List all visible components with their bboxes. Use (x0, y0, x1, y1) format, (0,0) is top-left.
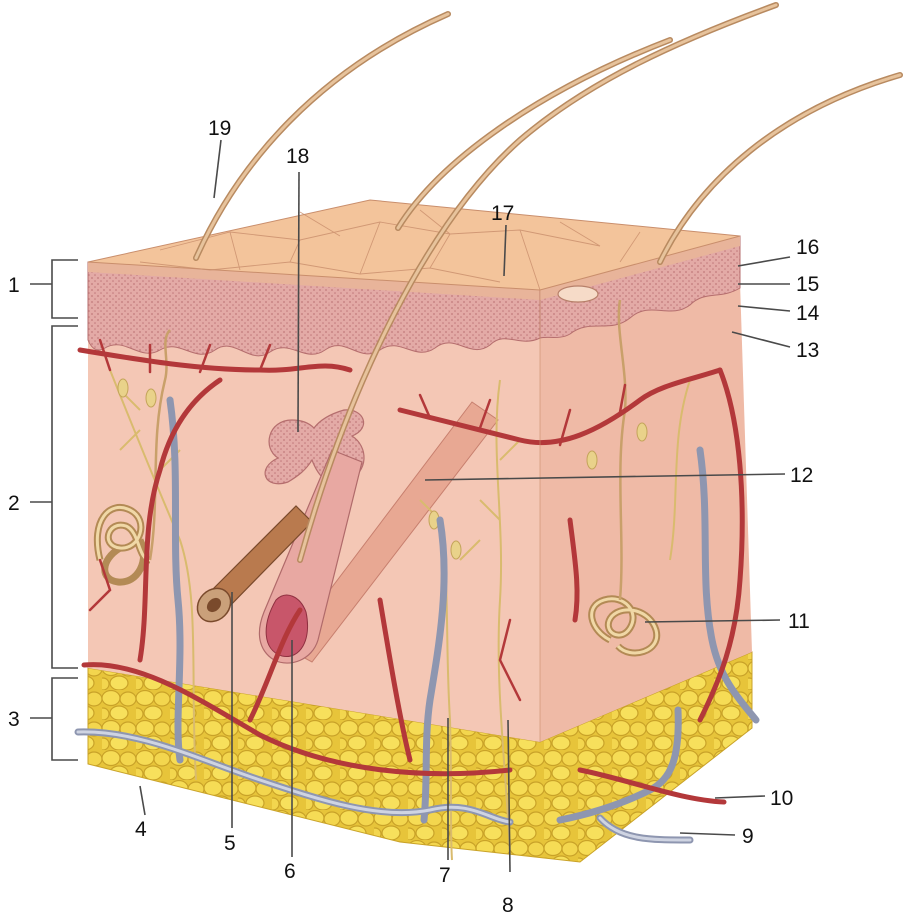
label-14: 14 (796, 302, 820, 325)
label-16: 16 (796, 236, 819, 259)
label-13: 13 (796, 339, 819, 362)
label-9: 9 (742, 825, 754, 848)
label-6: 6 (284, 860, 296, 883)
label-10: 10 (770, 787, 793, 810)
label-12: 12 (790, 464, 813, 487)
label-2: 2 (8, 492, 20, 515)
label-1: 1 (8, 274, 20, 297)
label-7: 7 (439, 864, 451, 887)
label-3: 3 (8, 708, 20, 731)
label-18: 18 (286, 145, 309, 168)
sweat-pore (558, 286, 598, 302)
label-4: 4 (135, 818, 147, 841)
label-11: 11 (788, 610, 810, 633)
label-17: 17 (491, 202, 514, 225)
label-19: 19 (208, 117, 231, 140)
label-15: 15 (796, 273, 819, 296)
layer-brackets (30, 260, 78, 760)
label-5: 5 (224, 832, 236, 855)
label-8: 8 (502, 894, 514, 917)
